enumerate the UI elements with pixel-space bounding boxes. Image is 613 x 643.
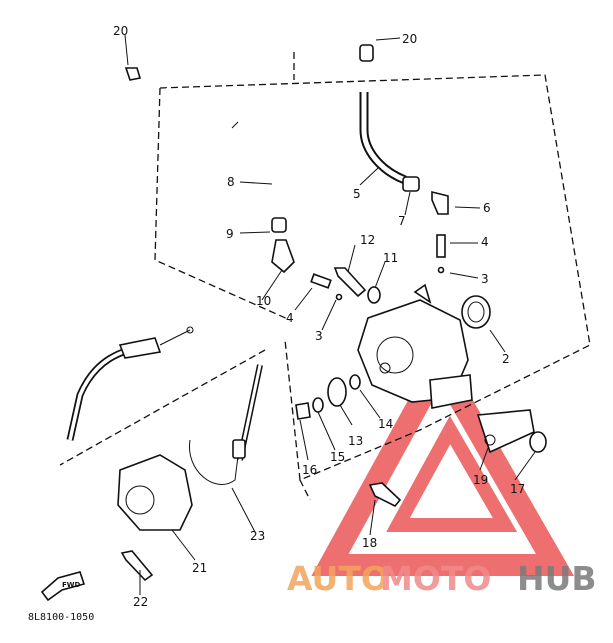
washer-part [312, 397, 324, 413]
callout-label: 11 [383, 251, 398, 265]
elbow-part [271, 239, 295, 274]
callout-label: 4 [481, 235, 489, 249]
assembly-boundary [59, 52, 591, 501]
fwd-label: FWD [62, 581, 81, 589]
reference-code: 8L8100-1050 [28, 612, 94, 623]
clamp-part [271, 217, 287, 233]
plate-part [327, 377, 347, 407]
washer-part [367, 286, 381, 304]
callout-label: 23 [250, 529, 265, 543]
callout-label: 4 [286, 311, 294, 325]
gasket-part [476, 409, 535, 454]
callout-label: 3 [481, 272, 489, 286]
callout-label: 2 [502, 352, 510, 366]
watermark-text: AUTO MOTO HUB [287, 559, 597, 598]
cable-part [189, 364, 263, 485]
callout-label: 9 [226, 227, 234, 241]
ball-part [335, 293, 343, 301]
watermark-part3: HUB [517, 559, 597, 598]
cap-part [124, 67, 142, 81]
fwd-arrow-icon: FWD [40, 571, 86, 602]
spring-part [436, 234, 446, 258]
hose-part [163, 87, 285, 215]
elbow-part [431, 190, 449, 215]
callout-label: 3 [315, 329, 323, 343]
oil-seal-part [461, 295, 491, 329]
o-ring-part [529, 431, 547, 453]
callout-label: 17 [510, 482, 525, 496]
callout-label: 20 [113, 24, 128, 38]
spring-part [310, 273, 332, 289]
callout-label: 10 [256, 294, 271, 308]
hose-part [359, 92, 407, 185]
callout-label: 12 [360, 233, 375, 247]
bolt-part [333, 267, 367, 298]
washer-part [349, 374, 361, 390]
bolt-part [368, 482, 402, 507]
callout-label: 21 [192, 561, 207, 575]
pump-cover-part [117, 454, 193, 531]
cap-part [359, 44, 374, 62]
callout-label: 22 [133, 595, 148, 609]
callout-label: 13 [348, 434, 363, 448]
clamp-part [402, 176, 420, 192]
callout-label: 7 [398, 214, 406, 228]
ball-part [437, 266, 445, 274]
cable-part [66, 326, 194, 441]
callout-label: 18 [362, 536, 377, 550]
callout-label: 6 [483, 201, 491, 215]
callout-label: 19 [473, 473, 488, 487]
callout-label: 16 [302, 463, 317, 477]
watermark-part2: MOTO [380, 559, 491, 598]
bolt-part [120, 550, 154, 582]
nut-part [295, 402, 311, 420]
oil-pump-body [357, 283, 473, 409]
callout-label: 5 [353, 187, 361, 201]
leader-lines [124, 34, 536, 595]
watermark-part1: AUTO [287, 559, 389, 598]
callout-label: 15 [330, 450, 345, 464]
callout-label: 20 [402, 32, 417, 46]
watermark-logo-icon [311, 342, 575, 576]
callout-labels: 20 20 8 5 7 6 9 12 11 4 10 4 3 3 2 13 14… [113, 24, 525, 609]
callout-label: 8 [227, 175, 235, 189]
callout-label: 14 [378, 417, 393, 431]
